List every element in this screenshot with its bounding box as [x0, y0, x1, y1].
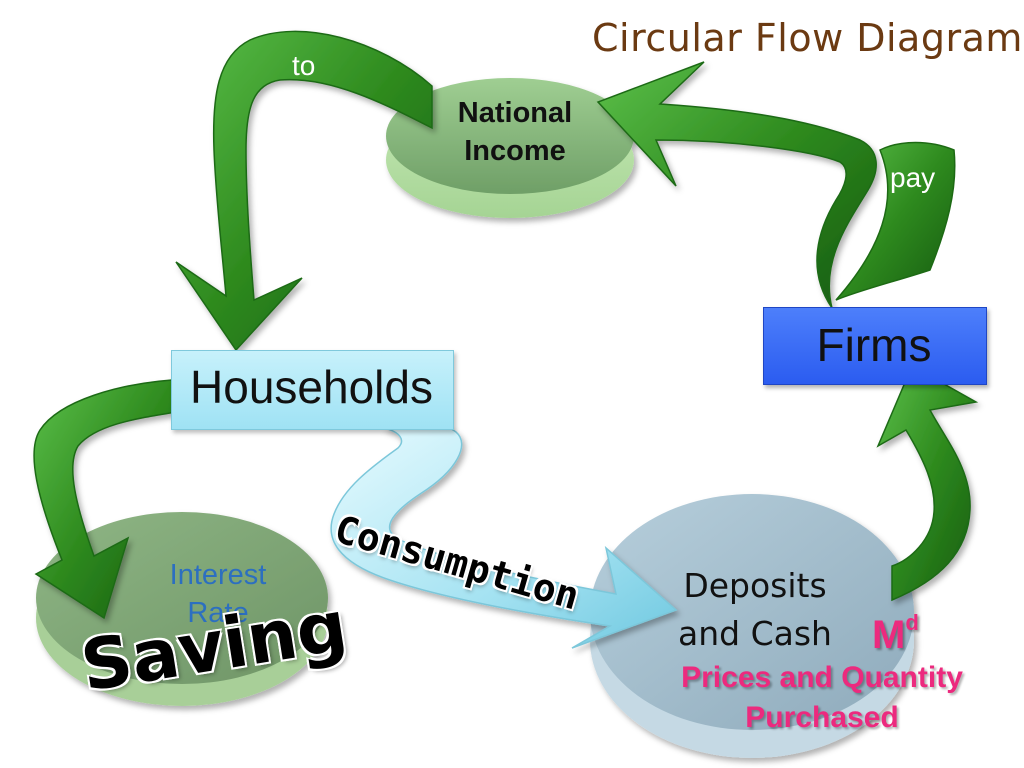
national-income-label: National Income	[440, 94, 590, 170]
national-income-line1: National	[457, 97, 573, 129]
prices-quantity-caption: Prices and Quantity Purchased	[652, 658, 992, 738]
arrow-households-to-saving	[33, 379, 177, 620]
label-to: to	[292, 50, 316, 81]
arrow-deposits-to-firms	[876, 364, 979, 602]
firms-box	[763, 307, 987, 385]
interest-rate-label: Interest Rate	[148, 556, 288, 632]
interest-rate-line1: Interest	[169, 559, 267, 591]
diagram-title: Circular Flow Diagram	[592, 16, 1023, 60]
arrow-firms-to-income	[596, 61, 877, 309]
money-demand-label: Md	[872, 610, 919, 658]
national-income-line2: Income	[464, 135, 566, 167]
arrow-consumption	[330, 420, 678, 649]
deposits-line1: Deposits	[683, 566, 827, 605]
firms-label: Firms	[816, 319, 932, 371]
money-demand-base: M	[872, 613, 906, 657]
deposits-disc	[590, 494, 914, 758]
prices-caption-line2: Purchased	[745, 701, 899, 734]
households-box	[171, 350, 454, 430]
prices-caption-line1: Prices and Quantity	[681, 661, 963, 694]
households-label: Households	[190, 361, 433, 413]
national-income-disc	[386, 78, 634, 218]
deposits-line2: and Cash	[678, 614, 832, 653]
arrow-firms-tail	[835, 141, 956, 301]
arrow-income-to-households	[175, 30, 433, 352]
interest-rate-line2: Rate	[187, 597, 249, 629]
money-demand-superscript: d	[905, 610, 919, 635]
deposits-label: Deposits and Cash	[664, 562, 846, 658]
label-pay: pay	[890, 162, 936, 193]
